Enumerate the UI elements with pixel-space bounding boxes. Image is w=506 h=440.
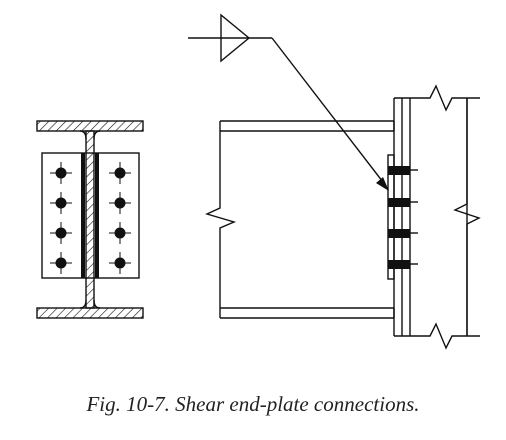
top-flange-section [36,120,144,132]
side-bolts [388,166,418,269]
bolt-group-right [109,162,131,274]
bolt-group-left [50,162,72,274]
bolt [109,192,131,214]
side-bolt [388,260,418,269]
side-view [188,13,481,350]
end-view [36,120,144,319]
bolt [109,252,131,274]
beam-bottom-flange [219,307,395,319]
side-bolt [388,229,418,238]
web-section [85,130,95,309]
bolt [50,252,72,274]
beam-top-flange [219,120,395,132]
side-bolt [388,198,418,207]
bolt [109,162,131,184]
bolt [50,192,72,214]
connection-drawing [36,13,481,350]
weld-symbol [188,13,389,191]
column-flange [393,84,481,350]
bottom-flange-section [36,307,144,319]
end-plate [41,152,140,279]
figure-caption: Fig. 10-7. Shear end-plate connections. [86,392,420,416]
bolt [50,222,72,244]
side-bolt [388,166,418,175]
bolt [50,162,72,184]
beam-break-line [205,131,237,308]
bolt [109,222,131,244]
